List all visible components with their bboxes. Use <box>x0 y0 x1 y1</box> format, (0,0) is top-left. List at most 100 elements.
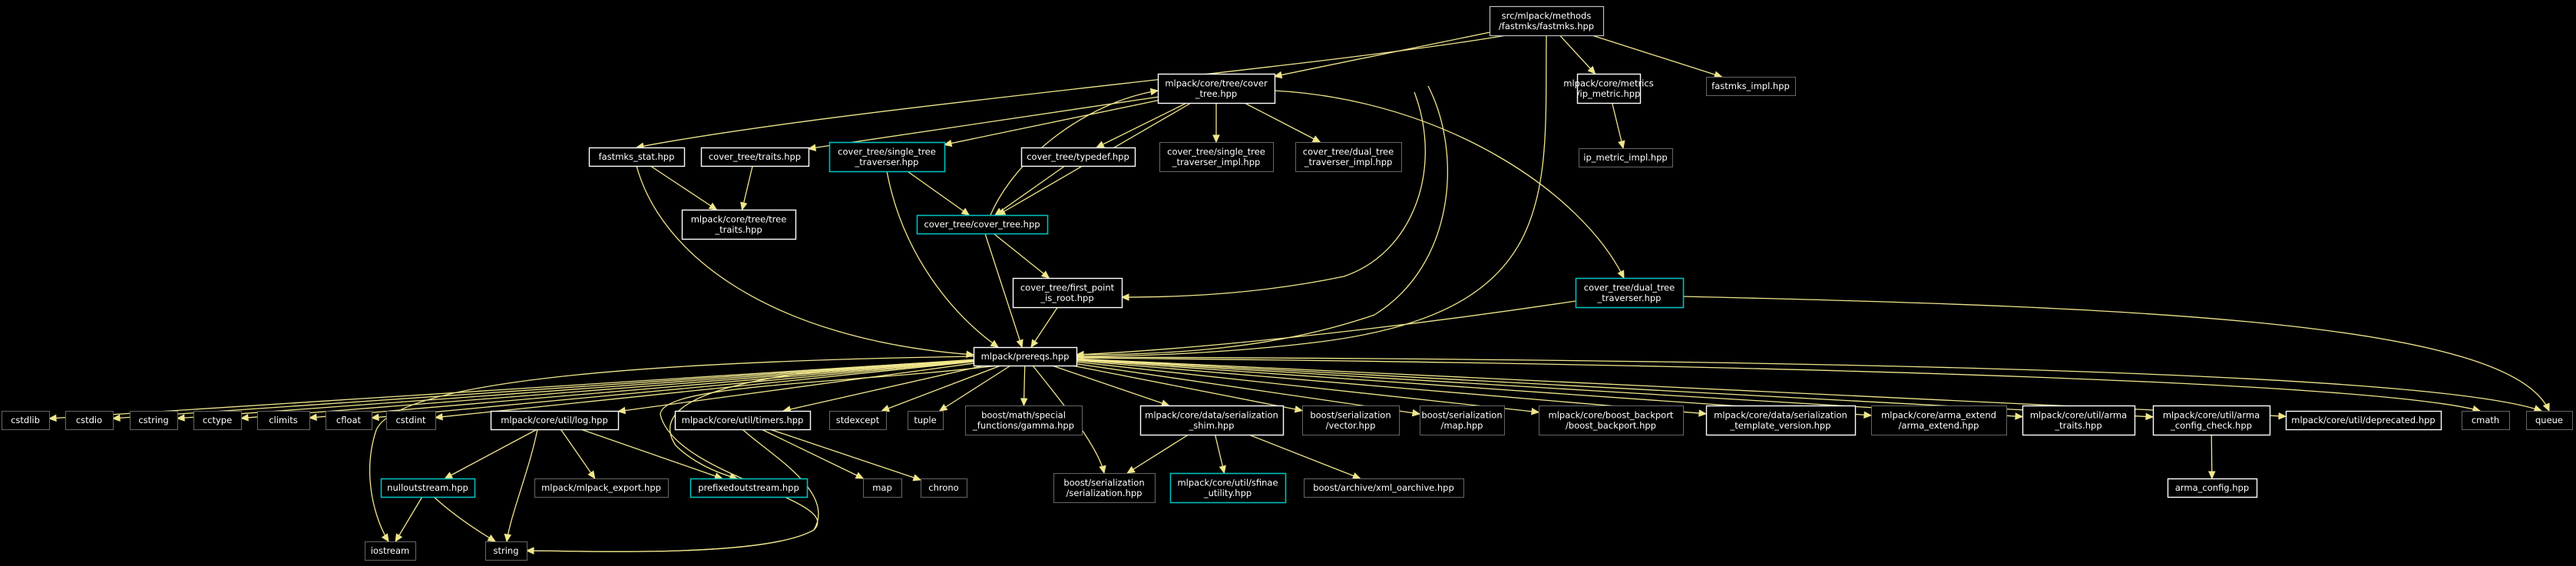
node-arma-config-check[interactable]: mlpack/core/util/arma_config_check.hpp <box>2152 405 2271 436</box>
edge-prereqs-to-backport <box>1076 361 1540 415</box>
node-template-version[interactable]: mlpack/core/data/serialization_template_… <box>1705 405 1857 436</box>
node-typedef[interactable]: cover_tree/typedef.hpp <box>1020 147 1136 167</box>
node-chrono: chrono <box>921 478 967 498</box>
edge-arrowhead <box>2015 412 2024 420</box>
node-fastmks-stat[interactable]: fastmks_stat.hpp <box>588 147 686 167</box>
node-box[interactable] <box>1705 405 1857 436</box>
edge-line <box>783 365 984 412</box>
edge-arrowhead <box>395 533 403 543</box>
edge-line <box>808 96 1159 150</box>
node-box <box>130 411 178 430</box>
node-box[interactable] <box>1012 277 1123 309</box>
node-prefixedoutstream[interactable]: prefixedoutstream.hpp <box>689 478 809 498</box>
edge-prereqs-to-arma_traits <box>1076 359 2024 420</box>
edge-cover_tree-to-single_impl <box>1212 103 1220 144</box>
node-box[interactable] <box>2152 405 2271 436</box>
node-box[interactable] <box>689 478 809 498</box>
node-box[interactable] <box>588 147 686 167</box>
node-box[interactable] <box>2022 405 2136 436</box>
node-box[interactable] <box>2285 410 2442 431</box>
node-single-trav[interactable]: cover_tree/single_tree_traverser.hpp <box>828 141 946 173</box>
node-box[interactable] <box>1157 73 1276 104</box>
edge-timers-to-map <box>761 429 865 479</box>
node-map: map <box>863 478 902 498</box>
edge-arrowhead <box>807 144 817 151</box>
node-tuple: tuple <box>908 411 944 430</box>
edge-line <box>1126 434 1189 474</box>
node-box[interactable] <box>1139 405 1285 436</box>
node-cover-tree[interactable]: mlpack/core/tree/cover_tree.hpp <box>1157 73 1276 104</box>
edge-line <box>1248 434 1361 479</box>
node-tree-traits[interactable]: mlpack/core/tree/tree_traits.hpp <box>681 209 797 240</box>
node-cmath: cmath <box>2462 411 2510 430</box>
node-label-line: mlpack/prereqs.hpp <box>981 351 1070 362</box>
node-cover-tree-hpp[interactable]: cover_tree/cover_tree.hpp <box>916 214 1049 235</box>
edge-line <box>1121 91 1426 298</box>
edge-timers-to-chrono <box>769 429 922 482</box>
edge-cover_tree-to-typedef <box>1096 102 1187 148</box>
node-box[interactable] <box>1020 147 1136 167</box>
edge-line <box>993 233 1050 279</box>
edge-log-to-nulloutstream <box>444 429 537 479</box>
node-arma-config[interactable]: arma_config.hpp <box>2167 478 2258 498</box>
edge-line <box>1076 300 1576 356</box>
node-box[interactable] <box>1576 73 1642 104</box>
node-dual-trav[interactable]: cover_tree/dual_tree_traverser.hpp <box>1575 277 1685 309</box>
node-ip-metric[interactable]: mlpack/core/metrics/ip_metric.hpp <box>1563 73 1654 104</box>
node-first-point[interactable]: cover_tree/first_point_is_root.hpp <box>1012 277 1123 309</box>
node-shim[interactable]: mlpack/core/data/serialization_shim.hpp <box>1139 405 1285 436</box>
edge-line <box>1076 85 1448 356</box>
node-box[interactable] <box>2167 478 2258 498</box>
node-box <box>1489 5 1605 37</box>
edge-arrowhead <box>1212 134 1220 144</box>
edge-prereqs-to-iostream <box>369 356 974 543</box>
node-box <box>326 411 372 430</box>
edge-prereqs-to-cfloat <box>370 360 974 422</box>
edge-line <box>240 359 974 419</box>
node-nulloutstream[interactable]: nulloutstream.hpp <box>380 478 476 498</box>
node-backport: mlpack/core/boost_backport/boost_backpor… <box>1539 405 1684 435</box>
edge-line <box>1244 102 1321 143</box>
node-label-line: mlpack/core/data/serialization <box>1714 409 1847 420</box>
node-sfinae[interactable]: mlpack/core/util/sfinae_utility.hpp <box>1169 472 1287 504</box>
node-box[interactable] <box>380 478 476 498</box>
edge-arrowhead <box>2145 412 2154 421</box>
edge-arrowhead <box>1040 270 1050 279</box>
node-box[interactable] <box>681 209 797 240</box>
node-box <box>1159 142 1274 172</box>
node-cstdlib: cstdlib <box>2 411 50 430</box>
node-box[interactable] <box>1575 277 1685 309</box>
node-bmap: boost/serialization/map.hpp <box>1420 405 1505 435</box>
node-box <box>2462 411 2510 430</box>
node-box[interactable] <box>916 214 1049 235</box>
node-label-line: mlpack/core/util/sfinae <box>1177 477 1278 488</box>
node-label-line: /arma_extend.hpp <box>1899 420 1979 431</box>
node-box[interactable] <box>973 346 1078 367</box>
edge-line <box>371 360 974 419</box>
edge-line <box>944 100 1159 146</box>
node-traits[interactable]: cover_tree/traits.hpp <box>700 147 810 167</box>
node-log[interactable]: mlpack/core/util/log.hpp <box>490 410 620 431</box>
node-prereqs[interactable]: mlpack/prereqs.hpp <box>973 346 1078 367</box>
edge-arrowhead <box>943 139 953 147</box>
node-arma-traits[interactable]: mlpack/core/util/arma_traits.hpp <box>2022 405 2136 436</box>
edge-arrowhead <box>1863 411 1873 419</box>
edge-cover_tree-to-first_point <box>1120 91 1426 301</box>
node-box <box>257 411 310 430</box>
node-box[interactable] <box>1169 472 1287 504</box>
node-label-line: _traverser_impl.hpp <box>1304 157 1393 167</box>
node-label-line: fastmks_stat.hpp <box>599 151 675 162</box>
node-box[interactable] <box>828 141 946 173</box>
node-timers[interactable]: mlpack/core/util/timers.hpp <box>674 410 812 431</box>
node-box[interactable] <box>490 410 620 431</box>
edge-arrowhead <box>1016 339 1023 349</box>
node-deprecated[interactable]: mlpack/core/util/deprecated.hpp <box>2285 410 2442 431</box>
node-label-line: nulloutstream.hpp <box>387 482 468 493</box>
node-cfloat: cfloat <box>326 411 372 430</box>
node-single-impl: cover_tree/single_tree_traverser_impl.hp… <box>1159 142 1274 172</box>
edge-log-to-string <box>504 429 538 543</box>
node-cstdint: cstdint <box>386 411 436 430</box>
node-box[interactable] <box>674 410 812 431</box>
node-box[interactable] <box>700 147 810 167</box>
node-label-line: mlpack/core/util/log.hpp <box>501 415 608 425</box>
